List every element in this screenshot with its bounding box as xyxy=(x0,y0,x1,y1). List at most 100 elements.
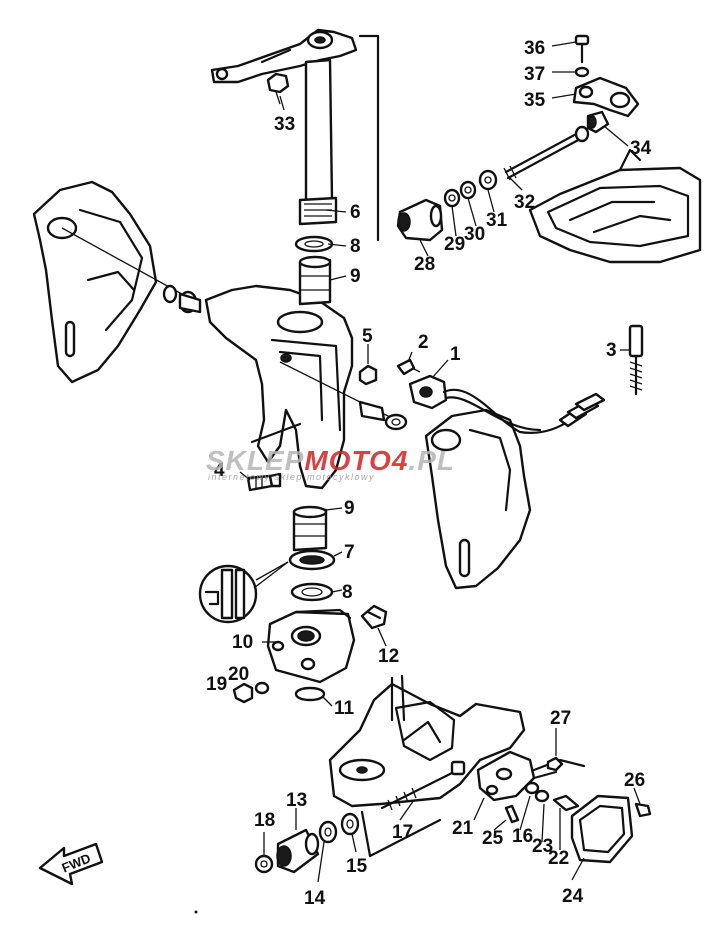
svg-text:SKLEPMOTO4.PL: SKLEPMOTO4.PL xyxy=(206,445,455,476)
cover-24 xyxy=(570,794,634,864)
callout-15: 15 xyxy=(346,856,368,877)
mount-bolt-line xyxy=(360,810,442,858)
watermark-brand-left: SKLEP xyxy=(206,445,304,476)
callout-11: 11 xyxy=(334,698,355,719)
callout-8-upper: 8 xyxy=(350,236,361,257)
callout-35: 35 xyxy=(524,90,546,111)
callout-23: 23 xyxy=(532,836,553,857)
callout-8-lower: 8 xyxy=(342,582,353,603)
callout-2: 2 xyxy=(418,332,429,353)
screw-2 xyxy=(396,358,421,376)
callout-5: 5 xyxy=(362,326,373,347)
bushing-34 xyxy=(586,110,610,134)
callout-27: 27 xyxy=(550,708,571,729)
washer-30 xyxy=(459,180,477,200)
washer-31 xyxy=(478,169,498,191)
callout-9-lower: 9 xyxy=(344,498,355,519)
lower-mount-10 xyxy=(266,608,356,684)
bolt-19 xyxy=(232,682,254,704)
upper-mount-28 xyxy=(396,198,444,242)
watermark-tagline: internetowy sklep motocyklowy xyxy=(208,472,375,482)
shaft-32 xyxy=(503,125,590,181)
nut-18 xyxy=(254,854,274,874)
washer-37 xyxy=(574,66,590,78)
callout-9-upper: 9 xyxy=(350,266,361,287)
seal-7 xyxy=(288,549,336,571)
callout-1: 1 xyxy=(450,344,461,365)
clamp-35 xyxy=(572,76,640,118)
bracket-12 xyxy=(360,604,388,630)
fwd-arrow: FWD xyxy=(38,842,104,886)
callout-3: 3 xyxy=(606,340,617,361)
washer-8-upper xyxy=(294,235,334,253)
clamp-bracket-left xyxy=(32,180,158,384)
callout-30: 30 xyxy=(464,224,485,245)
callout-22: 22 xyxy=(548,848,569,869)
nut-27 xyxy=(546,756,564,772)
nut-16 xyxy=(524,781,540,795)
washer-29 xyxy=(443,188,461,208)
steering-arm xyxy=(210,28,358,84)
callout-labels: 1 2 3 4 5 6 7 8 8 9 9 10 11 12 13 14 15 … xyxy=(206,38,652,909)
callout-6: 6 xyxy=(350,202,361,223)
callout-17: 17 xyxy=(392,822,413,843)
bushing-9-upper xyxy=(298,255,332,306)
leader-lines xyxy=(239,41,641,883)
nut-33 xyxy=(266,72,290,105)
swivel-bracket xyxy=(204,284,354,490)
washer-20 xyxy=(254,681,270,695)
callout-20: 20 xyxy=(228,664,249,685)
bushing-9-lower xyxy=(292,505,328,552)
callout-28: 28 xyxy=(414,254,435,275)
callout-13: 13 xyxy=(286,790,307,811)
callout-14: 14 xyxy=(304,888,326,909)
washer-15 xyxy=(340,812,360,836)
callout-12: 12 xyxy=(378,646,399,667)
callout-19: 19 xyxy=(206,674,227,695)
clip-11 xyxy=(294,686,326,702)
steering-shaft xyxy=(298,58,338,226)
washer-8-lower xyxy=(290,582,334,602)
bolt-3 xyxy=(628,324,644,396)
callout-37: 37 xyxy=(524,64,545,85)
callout-18: 18 xyxy=(254,810,275,831)
callout-24: 24 xyxy=(562,886,584,907)
speck xyxy=(194,910,198,914)
callout-34: 34 xyxy=(630,138,652,159)
wire-connectors xyxy=(558,392,606,428)
callout-33: 33 xyxy=(274,114,295,135)
callout-26: 26 xyxy=(624,770,645,791)
callout-31: 31 xyxy=(486,210,508,231)
watermark-brand-num: 4 xyxy=(391,445,409,476)
watermark-brand-right: PL xyxy=(417,445,455,476)
rubber-mount-13 xyxy=(276,828,320,874)
callout-29: 29 xyxy=(444,234,465,255)
trim-switch-1 xyxy=(408,374,576,434)
watermark-brand-mid: MOTO xyxy=(304,445,391,476)
callout-10: 10 xyxy=(232,632,253,653)
screw-26 xyxy=(634,802,652,818)
washer-14 xyxy=(318,820,338,844)
bolt-36 xyxy=(574,34,590,64)
callout-32: 32 xyxy=(514,192,535,213)
clamp-bracket-right xyxy=(424,408,532,590)
screw-22-23 xyxy=(534,789,580,812)
engine-base-frame xyxy=(528,148,702,264)
callout-4: 4 xyxy=(214,460,225,481)
callout-16: 16 xyxy=(512,826,533,847)
callout-25: 25 xyxy=(482,828,504,849)
callout-21: 21 xyxy=(452,818,474,839)
link-plate-21 xyxy=(476,750,586,802)
screw-25 xyxy=(504,804,520,824)
callout-7: 7 xyxy=(344,542,355,563)
group-bracket-top xyxy=(358,34,380,242)
long-bolt-17 xyxy=(380,760,466,811)
pivot-shaft-lower xyxy=(279,361,408,431)
lower-casing xyxy=(328,674,526,808)
nut-5 xyxy=(358,364,378,386)
seal-detail-inset xyxy=(198,561,289,624)
bolt-4 xyxy=(246,472,282,492)
watermark: SKLEPMOTO4.PL internetowy sklep motocykl… xyxy=(206,445,455,482)
pivot-shaft-upper xyxy=(61,227,202,314)
